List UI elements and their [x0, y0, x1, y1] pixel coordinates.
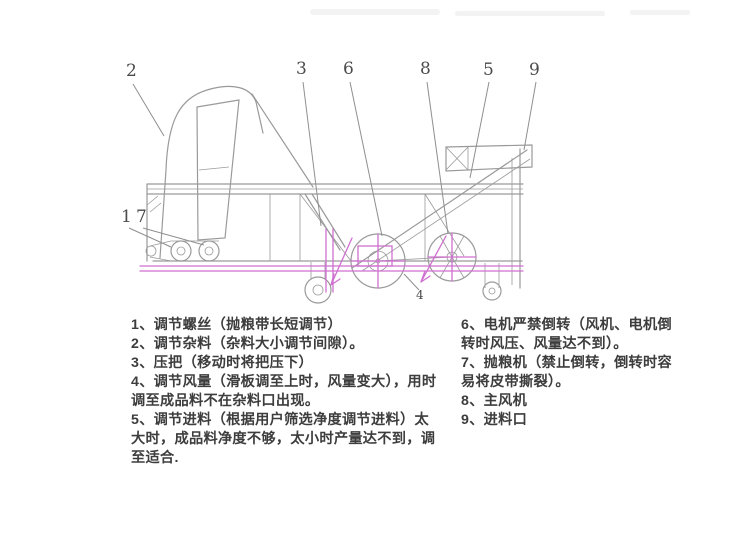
note-adjust-airflow: 4、调节风量（滑板调至上时，风量变大），用时调至成品料不在杂料口出现。 [131, 374, 437, 409]
note-adjust-debris: 2、调节杂料（杂料大小调节间隙）。 [131, 336, 364, 352]
hood-outline [146, 85, 314, 259]
callout-9: 9 [529, 60, 540, 80]
leader-lines [128, 81, 537, 291]
notes-left-column: 1、调节螺丝（抛粮带长短调节） 2、调节杂料（杂料大小调节间隙）。 3、压把（移… [131, 316, 439, 468]
callout-3: 3 [296, 59, 307, 79]
scan-smudges [310, 9, 690, 16]
note-feed-inlet: 9、进料口 [461, 412, 528, 428]
callout-4: 4 [416, 288, 424, 302]
note-adjust-screw: 1、调节螺丝（抛粮带长短调节） [131, 317, 343, 333]
note-motor-no-reverse: 6、电机严禁倒转（风机、电机倒转时风压、风量达不到）。 [461, 317, 673, 352]
note-adjust-feed: 5、调节进料（根据用户筛选净度调节进料）太大时，成品料净度不够，太小时产量达不到… [131, 412, 436, 466]
note-press-handle: 3、压把（移动时将把压下） [131, 355, 314, 371]
overlay-accent-lines [139, 228, 524, 293]
callout-5: 5 [483, 60, 494, 80]
machine-frame [146, 148, 524, 289]
callout-6: 6 [343, 59, 354, 79]
callout-7: 7 [136, 207, 147, 227]
notes-right-column: 6、电机严禁倒转（风机、电机倒转时风压、风量达不到）。 7、抛粮机（禁止倒转，倒… [461, 316, 675, 430]
note-thrower-no-reverse: 7、抛粮机（禁止倒转，倒转时容易将皮带撕裂）。 [461, 355, 673, 390]
callout-2: 2 [126, 61, 137, 81]
callout-1: 1 [121, 207, 132, 227]
elevator-incline [351, 144, 533, 272]
note-main-fan: 8、主风机 [461, 393, 528, 409]
callout-8: 8 [420, 59, 431, 79]
